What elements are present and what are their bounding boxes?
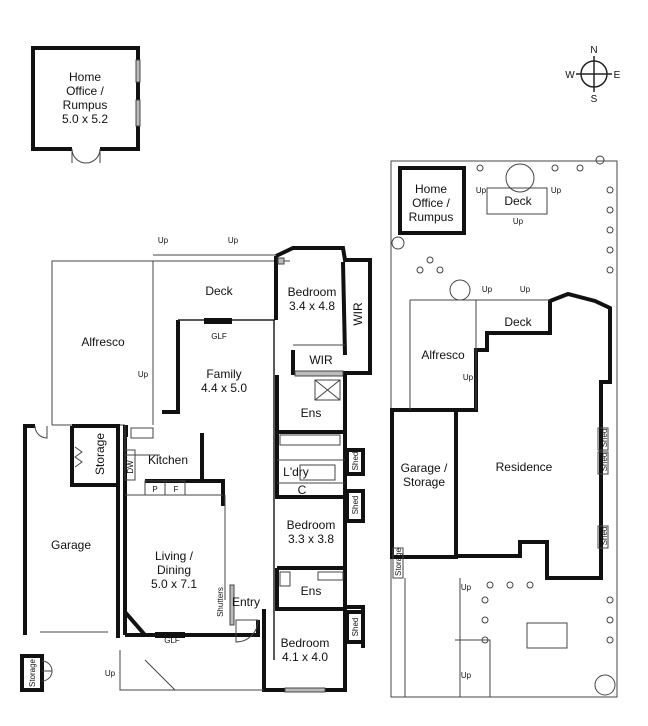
site-storage: Storage xyxy=(394,547,403,576)
site-up-2: Up xyxy=(551,186,562,195)
compass-north: N xyxy=(590,45,597,56)
site-alfresco: Alfresco xyxy=(421,348,465,362)
site-up-1: Up xyxy=(476,186,487,195)
shed-3: Shed xyxy=(351,618,360,637)
office-label-3: Rumpus xyxy=(63,98,108,112)
site-deck-top: Deck xyxy=(504,194,532,208)
garage-label: Garage xyxy=(51,538,91,552)
shed-1: Shed xyxy=(351,452,360,471)
site-garage-1: Garage / xyxy=(401,461,448,475)
site-up-6: Up xyxy=(463,373,474,382)
sheds-floorplan xyxy=(345,448,365,644)
bedroom1-label: Bedroom xyxy=(288,285,337,299)
living-size: 5.0 x 7.1 xyxy=(151,577,197,591)
site-up-3: Up xyxy=(513,217,524,226)
bedroom2-size: 3.3 x 3.8 xyxy=(288,532,334,546)
living-label-2: Dining xyxy=(157,563,191,577)
main-house-plan: GLF P F DW GLF xyxy=(51,246,372,693)
wir-vertical-label: WIR xyxy=(351,302,365,326)
bedroom3-label: Bedroom xyxy=(281,636,330,650)
site-up-5: Up xyxy=(520,285,531,294)
small-storage xyxy=(20,654,53,692)
up-2: Up xyxy=(228,236,239,245)
office-label-2: Office / xyxy=(66,84,104,98)
site-deck: Deck xyxy=(504,315,532,329)
family-label: Family xyxy=(206,367,241,381)
site-up-7: Up xyxy=(461,583,472,592)
storage-small-label: Storage xyxy=(28,658,37,687)
kitchen-label: Kitchen xyxy=(148,453,188,467)
bedroom2-label: Bedroom xyxy=(287,518,336,532)
cupboard-label: C xyxy=(298,483,307,497)
wir-label: WIR xyxy=(309,353,333,367)
glf-bottom: GLF xyxy=(164,636,180,645)
site-shed-2: Shed xyxy=(600,453,609,472)
storage-label: Storage xyxy=(93,433,107,475)
site-shed-3: Shed xyxy=(600,527,609,546)
laundry-label: L'dry xyxy=(283,465,309,479)
shutters-label: Shutters xyxy=(216,587,225,617)
pantry-label: P xyxy=(152,485,157,494)
office-label-1: Home xyxy=(69,70,101,84)
bedroom3-size: 4.1 x 4.0 xyxy=(282,650,328,664)
up-3: Up xyxy=(138,370,149,379)
site-plan xyxy=(390,155,618,698)
family-size: 4.4 x 5.0 xyxy=(201,381,247,395)
compass-east: E xyxy=(614,70,621,81)
deck-label: Deck xyxy=(205,284,233,298)
compass-rose: N S E W xyxy=(565,45,620,105)
site-residence: Residence xyxy=(496,460,553,474)
ens1-label: Ens xyxy=(301,406,322,420)
living-label-1: Living / xyxy=(155,549,194,563)
site-office-2: Office / xyxy=(412,196,450,210)
alfresco-label: Alfresco xyxy=(81,335,125,349)
office-size: 5.0 x 5.2 xyxy=(62,112,108,126)
site-shed-1: Shed xyxy=(600,429,609,448)
dw-label: DW xyxy=(126,460,135,474)
home-office-room: Home Office / Rumpus 5.0 x 5.2 xyxy=(31,46,141,164)
entry-label: Entry xyxy=(232,595,260,609)
garage-plan xyxy=(23,424,120,638)
bedroom1-size: 3.4 x 4.8 xyxy=(289,299,335,313)
compass-south: S xyxy=(591,94,598,105)
shed-2: Shed xyxy=(351,496,360,515)
compass-west: W xyxy=(565,70,575,81)
glf-top: GLF xyxy=(211,332,227,341)
site-up-8: Up xyxy=(461,671,472,680)
site-garage-2: Storage xyxy=(403,475,445,489)
ens2-label: Ens xyxy=(301,584,322,598)
site-office-1: Home xyxy=(415,182,447,196)
site-office-3: Rumpus xyxy=(409,210,454,224)
up-4: Up xyxy=(105,669,116,678)
fridge-label: F xyxy=(174,485,179,494)
up-1: Up xyxy=(158,236,169,245)
site-up-4: Up xyxy=(482,285,493,294)
